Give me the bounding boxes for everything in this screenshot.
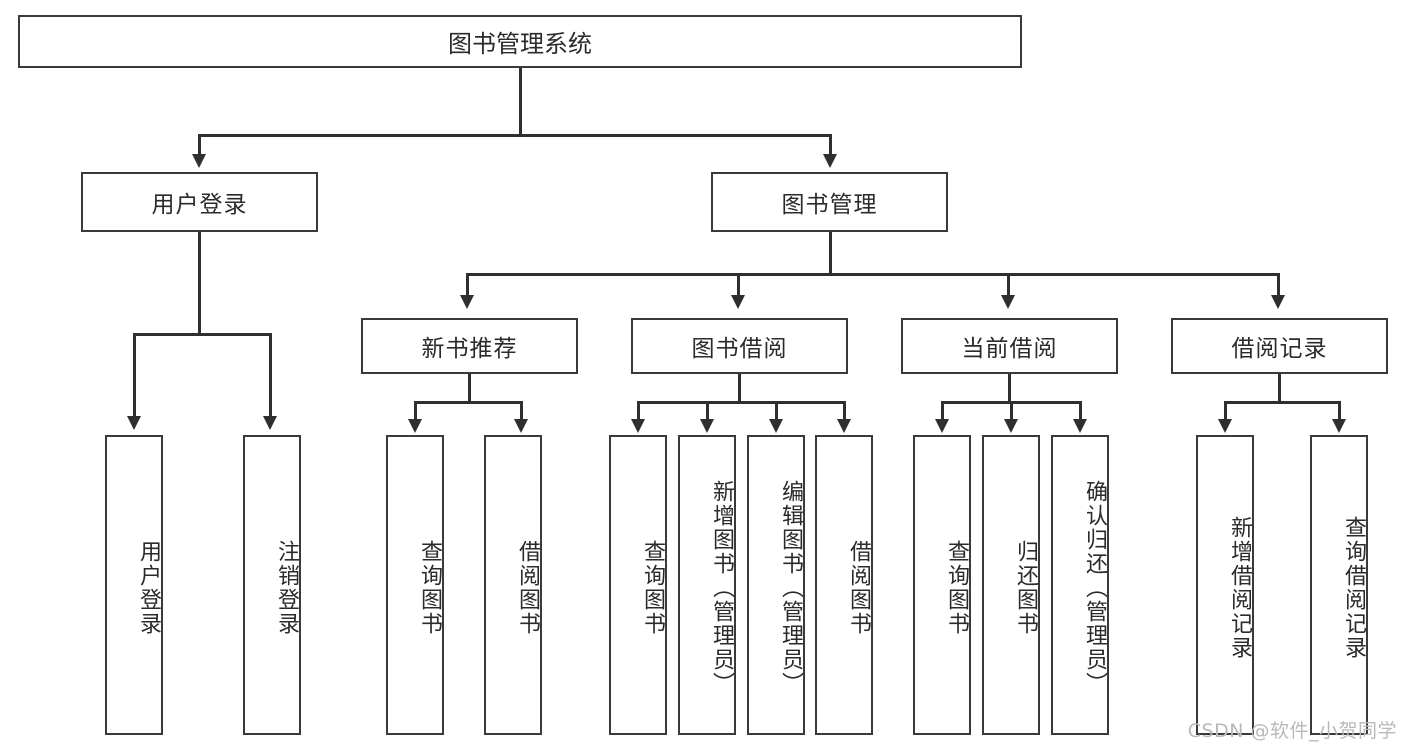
connector-br-drop-1 <box>1224 401 1227 421</box>
node-root-book-management-system[interactable]: 图书管理系统 <box>18 15 1022 68</box>
connector-bb-drop-1 <box>637 401 640 421</box>
connector-root-to-book-management <box>829 134 832 156</box>
arrow-to-new-book-recommend <box>460 295 474 309</box>
node-label: 查询图书 <box>417 540 442 636</box>
arrow-cb-leaf-1 <box>935 419 949 433</box>
connector-br-drop-2 <box>1338 401 1341 421</box>
leaf-nbr-borrow-book[interactable]: 借阅图书 <box>484 435 542 735</box>
connector-bb-drop-4 <box>843 401 846 421</box>
connector-bb-drop-3 <box>775 401 778 421</box>
connector-bm-drop-1 <box>466 273 469 297</box>
connector-br-bus <box>1224 401 1340 404</box>
node-label: 确认归还（管理员） <box>1082 480 1107 696</box>
node-label: 借阅图书 <box>515 540 540 636</box>
leaf-cb-query-book[interactable]: 查询图书 <box>913 435 971 735</box>
arrow-bb-leaf-2 <box>700 419 714 433</box>
connector-book-management-bus <box>466 273 1278 276</box>
connector-bm-drop-3 <box>1007 273 1010 297</box>
csdn-watermark: CSDN @软件_小贺同学 <box>1187 720 1397 742</box>
connector-br-stem <box>1278 374 1281 403</box>
node-label: 新书推荐 <box>421 336 518 362</box>
node-label: 图书管理 <box>781 192 878 218</box>
node-label: 图书借阅 <box>691 336 788 362</box>
arrow-root-to-book-management <box>823 154 837 168</box>
node-current-borrow[interactable]: 当前借阅 <box>901 318 1118 374</box>
node-label: 图书管理系统 <box>448 30 592 58</box>
arrow-nbr-leaf-2 <box>514 419 528 433</box>
node-label: 用户登录 <box>136 540 161 636</box>
connector-book-management-stem <box>829 232 832 275</box>
connector-cb-stem <box>1008 374 1011 403</box>
node-user-login[interactable]: 用户登录 <box>81 172 318 232</box>
connector-cb-drop-3 <box>1079 401 1082 421</box>
leaf-cb-return-book[interactable]: 归还图书 <box>982 435 1040 735</box>
leaf-logout[interactable]: 注销登录 <box>243 435 301 735</box>
arrow-to-leaf-user-login <box>127 416 141 430</box>
node-label: 借阅图书 <box>846 540 871 636</box>
node-label: 新增图书（管理员） <box>709 480 734 696</box>
leaf-bb-borrow-book[interactable]: 借阅图书 <box>815 435 873 735</box>
node-label: 编辑图书（管理员） <box>778 480 803 696</box>
connector-user-login-bus <box>133 333 271 336</box>
arrow-nbr-leaf-1 <box>408 419 422 433</box>
connector-user-login-drop-2 <box>269 333 272 418</box>
node-label: 借阅记录 <box>1231 336 1328 362</box>
node-label: 归还图书 <box>1013 540 1038 636</box>
leaf-br-query-record[interactable]: 查询借阅记录 <box>1310 435 1368 735</box>
node-label: 查询图书 <box>944 540 969 636</box>
arrow-cb-leaf-2 <box>1004 419 1018 433</box>
connector-nbr-drop-2 <box>520 401 523 421</box>
node-book-borrow[interactable]: 图书借阅 <box>631 318 848 374</box>
leaf-user-login[interactable]: 用户登录 <box>105 435 163 735</box>
connector-root-bus <box>198 134 832 137</box>
node-label: 新增借阅记录 <box>1227 516 1252 660</box>
node-new-book-recommend[interactable]: 新书推荐 <box>361 318 578 374</box>
connector-nbr-drop-1 <box>414 401 417 421</box>
connector-root-stem <box>519 68 522 135</box>
node-label: 查询借阅记录 <box>1341 516 1366 660</box>
arrow-to-borrow-record <box>1271 295 1285 309</box>
arrow-bb-leaf-1 <box>631 419 645 433</box>
arrow-br-leaf-2 <box>1332 419 1346 433</box>
arrow-to-leaf-logout <box>263 416 277 430</box>
arrow-br-leaf-1 <box>1218 419 1232 433</box>
node-label: 当前借阅 <box>961 336 1058 362</box>
connector-nbr-bus <box>414 401 522 404</box>
connector-cb-drop-1 <box>941 401 944 421</box>
arrow-cb-leaf-3 <box>1073 419 1087 433</box>
leaf-bb-add-book-admin[interactable]: 新增图书（管理员） <box>678 435 736 735</box>
node-label: 用户登录 <box>151 192 248 218</box>
connector-bm-drop-2 <box>737 273 740 297</box>
arrow-root-to-user-login <box>192 154 206 168</box>
node-book-management[interactable]: 图书管理 <box>711 172 948 232</box>
connector-bb-bus <box>637 401 844 404</box>
leaf-bb-query-book[interactable]: 查询图书 <box>609 435 667 735</box>
connector-root-to-user-login <box>198 134 201 156</box>
arrow-bb-leaf-3 <box>769 419 783 433</box>
node-borrow-record[interactable]: 借阅记录 <box>1171 318 1388 374</box>
leaf-nbr-query-book[interactable]: 查询图书 <box>386 435 444 735</box>
arrow-bb-leaf-4 <box>837 419 851 433</box>
connector-user-login-drop-1 <box>133 333 136 418</box>
connector-bb-drop-2 <box>706 401 709 421</box>
node-label: 注销登录 <box>274 540 299 636</box>
leaf-cb-confirm-return-admin[interactable]: 确认归还（管理员） <box>1051 435 1109 735</box>
leaf-br-add-record[interactable]: 新增借阅记录 <box>1196 435 1254 735</box>
leaf-bb-edit-book-admin[interactable]: 编辑图书（管理员） <box>747 435 805 735</box>
node-label: 查询图书 <box>640 540 665 636</box>
connector-nbr-stem <box>468 374 471 403</box>
connector-cb-drop-2 <box>1010 401 1013 421</box>
connector-user-login-stem <box>198 232 201 335</box>
connector-bm-drop-4 <box>1277 273 1280 297</box>
arrow-to-book-borrow <box>731 295 745 309</box>
connector-bb-stem <box>738 374 741 403</box>
arrow-to-current-borrow <box>1001 295 1015 309</box>
